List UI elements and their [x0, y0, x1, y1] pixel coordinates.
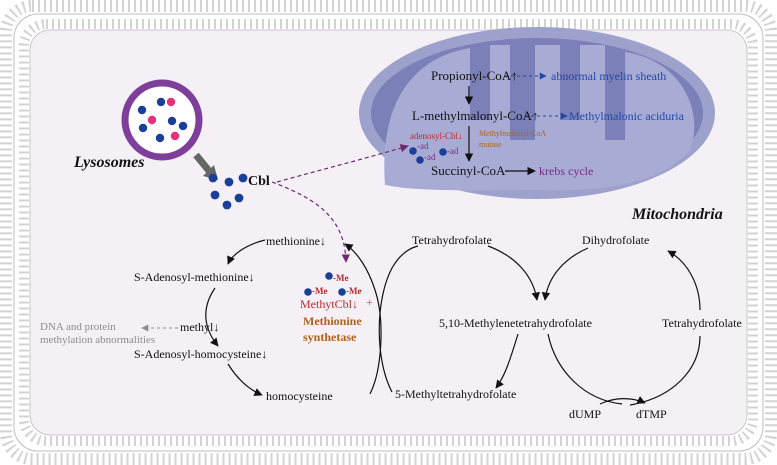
lysosome [121, 79, 203, 161]
arrow-sah-homocysteine [227, 363, 263, 396]
methylcbl: MethytCbl↓ [300, 297, 358, 311]
5-methyltetrahydrofolate: 5-Methyltetrahydrofolate [395, 387, 516, 401]
me-label-3: -Me [346, 286, 362, 296]
me-label-1: -Me [333, 273, 349, 283]
arrow-cbl-to-mitochondria [276, 144, 409, 183]
cbl-dot-ad-1 [409, 147, 417, 155]
mitochondrion [359, 27, 715, 199]
mitochondria-label: Mitochondria [631, 206, 723, 223]
homocysteine: homocysteine [266, 389, 333, 403]
methyl: methyl↓ [180, 320, 219, 334]
arc-methylthf-thf [378, 245, 419, 393]
arrow-methylene-methylthf [495, 333, 519, 389]
s-adenosyl-homocysteine: S-Adenosyl-homocysteine↓ [134, 347, 267, 361]
lysosome-release-arrow [193, 152, 213, 175]
dna-protein-line2: methylation abnormalities [40, 334, 155, 346]
arc-methylene-dtmp [547, 333, 623, 405]
arrow-cbl-to-methionine-synthetase [271, 181, 351, 263]
abnormal-myelin-sheath: abnormal myelin sheath [551, 69, 666, 83]
cbl-dot-me-3 [338, 288, 346, 296]
krebs-cycle: krebs cycle [539, 164, 593, 178]
methionine-synthetase-line2: synthetase [303, 330, 357, 344]
arrow-thf-methylene [487, 245, 540, 301]
arrow-sam-sah [205, 287, 219, 347]
5-10-methylenetetrahydrofolate: 5,10-Methylenetetrahydrofolate [439, 316, 592, 330]
dna-protein-line1: DNA and protein [40, 321, 116, 333]
me-label-2: -Me [312, 286, 328, 296]
tetrahydrofolate-top: Tetrahydrofolate [412, 233, 492, 247]
s-adenosyl-methionine: S-Adenosyl-methionine↓ [134, 270, 255, 284]
dtmp: dTMP [636, 407, 667, 421]
propionyl-coa: Propionyl-CoA↑ [431, 68, 518, 83]
free-cbl-dots [208, 173, 248, 210]
cbl-dot-ad-2 [416, 156, 424, 164]
arrow-homocysteine-methionine [344, 243, 382, 395]
cbl-dot-me-2 [304, 288, 312, 296]
ad-label-1: -ad [417, 141, 429, 151]
mutase-label-line1: Methylmalonyl-CoA [479, 129, 546, 138]
cbl-dot-ad-3 [439, 148, 447, 156]
methylmalonic-aciduria: Methylmalonic aciduria [569, 109, 685, 123]
succinyl-coa: Succinyl-CoA [431, 163, 506, 178]
plus-sign: + [366, 295, 373, 309]
tetrahydrofolate-right: Tetrahydrofolate [662, 316, 742, 330]
dump: dUMP [569, 407, 601, 421]
adenosyl-cbl: adenosyl-Cbl↓ [410, 131, 463, 141]
arrow-methionine-sam [227, 239, 266, 265]
cbl-label: Cbl [248, 174, 270, 189]
cbl-dot-me-1 [325, 272, 333, 280]
dihydrofolate: Dihydrofolate [582, 233, 649, 247]
methionine: methionine↓ [266, 234, 326, 248]
ad-label-3: -ad [447, 146, 459, 156]
ad-label-2: -ad [424, 152, 436, 162]
methionine-synthetase-line1: Methionine [303, 314, 362, 328]
arrow-dhf-methylene [541, 247, 589, 301]
mutase-label-line2: mutase [479, 140, 502, 149]
l-methylmalonyl-coa: L-methylmalonyl-CoA↑ [412, 108, 538, 123]
lysosomes-label: Lysosomes [73, 154, 145, 171]
arrow-dump-dtmp [599, 396, 646, 405]
arrow-thf-dhf [667, 250, 701, 311]
